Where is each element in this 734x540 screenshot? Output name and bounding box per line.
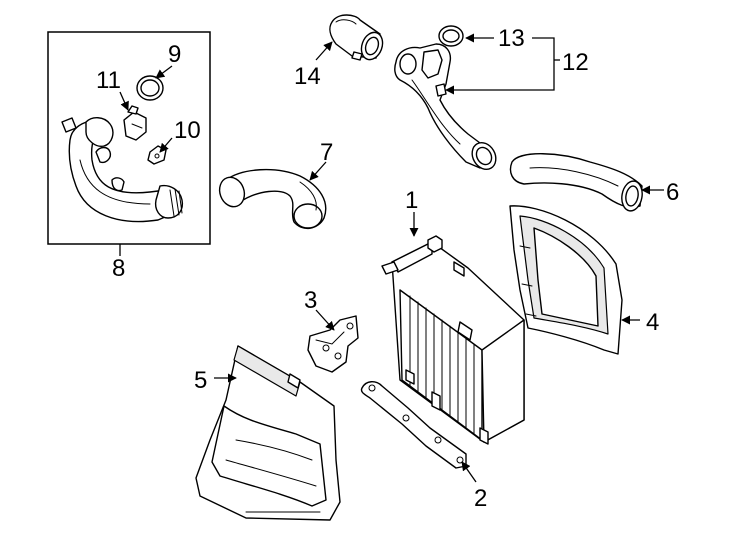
callout-14: 14	[294, 63, 321, 90]
intercooler-1[interactable]	[381, 235, 525, 445]
callout-6: 6	[666, 179, 679, 206]
callout-13: 13	[498, 25, 525, 52]
callout-5: 5	[194, 367, 207, 394]
callout-9: 9	[168, 41, 181, 68]
air-guide-5[interactable]	[195, 345, 341, 521]
callout-11: 11	[96, 67, 121, 94]
callout-2: 2	[474, 485, 487, 512]
callout-7: 7	[320, 139, 333, 166]
inset-box-group-8	[47, 31, 211, 245]
callout-10: 10	[174, 117, 201, 144]
callout-1: 1	[405, 187, 418, 214]
callout-4: 4	[646, 309, 659, 336]
hose-6[interactable]	[509, 153, 645, 213]
shroud-4[interactable]	[509, 205, 623, 355]
charge-pipe-12[interactable]	[394, 43, 501, 174]
callout-3: 3	[304, 287, 317, 314]
bracket-3[interactable]	[307, 315, 359, 373]
intake-pipe-inset[interactable]	[61, 117, 184, 223]
callout-labels: 1 2 3 4 5 6 7 8 9 10 11 12 13 14	[96, 25, 679, 512]
o-ring-9[interactable]	[136, 75, 164, 101]
hose-7[interactable]	[216, 168, 327, 229]
o-ring-13[interactable]	[438, 25, 464, 47]
sensor-11[interactable]	[123, 105, 147, 141]
hose-coupler-14[interactable]	[329, 14, 386, 63]
callout-12: 12	[562, 49, 589, 76]
leader-lines	[119, 33, 664, 483]
callout-8: 8	[112, 255, 125, 282]
